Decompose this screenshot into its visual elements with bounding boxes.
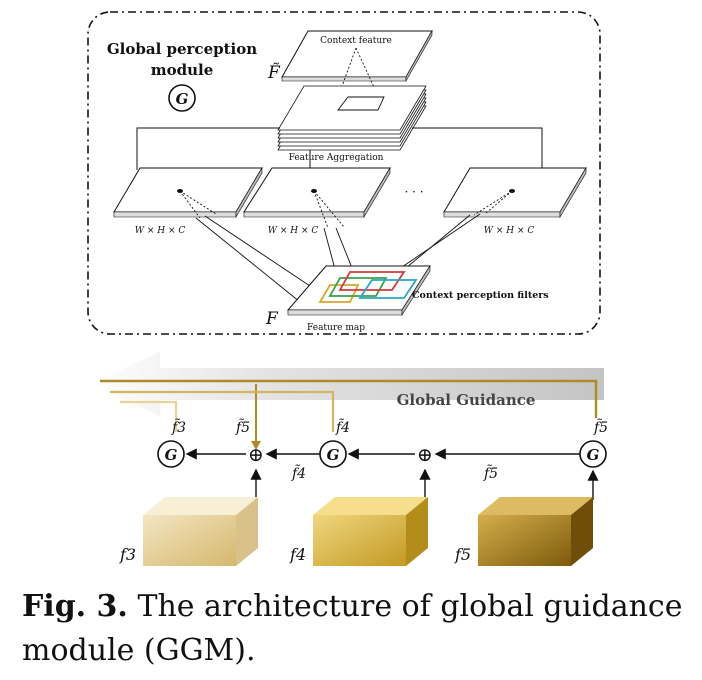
figure-caption: Fig. 3. The architecture of global guida… bbox=[22, 585, 692, 673]
context-filters-label: Context perception filters bbox=[412, 290, 549, 301]
feature-aggregation-label: Feature Aggregation bbox=[289, 153, 384, 163]
feature-block-f5 bbox=[478, 497, 593, 566]
plus-node-1: ⊕ bbox=[248, 444, 264, 466]
module-dashed-border bbox=[87, 11, 601, 335]
f-plain-label: F bbox=[265, 309, 279, 329]
f4-tilde-label-arrow: f̃4 bbox=[291, 464, 306, 482]
feature-plane-2 bbox=[243, 166, 391, 219]
context-feature-label: Context feature bbox=[320, 36, 392, 46]
global-guidance-flow: Global Guidance G G G ⊕ ⊕ f̃3 f̃5 f̃4 f̃… bbox=[90, 352, 608, 566]
filter-red bbox=[338, 271, 406, 291]
block-label-f4: f4 bbox=[289, 545, 306, 564]
feature-plane-3 bbox=[443, 166, 587, 219]
g-node-3-label: G bbox=[587, 446, 600, 464]
plus-node-2: ⊕ bbox=[417, 444, 433, 466]
f5-tilde-label-a: f̃5 bbox=[235, 418, 250, 436]
g-node-1 bbox=[157, 440, 185, 468]
module-g-symbol: G bbox=[176, 90, 189, 108]
dim-label-1: W × H × C bbox=[135, 226, 186, 236]
feature-block-f3 bbox=[143, 497, 258, 566]
f-tilde-label: F̃ bbox=[267, 63, 281, 83]
feature-aggregation-stack bbox=[277, 85, 427, 151]
filter-green bbox=[328, 277, 388, 297]
global-guidance-label: Global Guidance bbox=[397, 391, 536, 409]
global-guidance-arrow bbox=[90, 352, 604, 416]
caption-text: The architecture of global guidance modu… bbox=[22, 589, 683, 668]
module-title-line2: module bbox=[151, 61, 214, 79]
f3-tilde-label: f̃3 bbox=[171, 418, 186, 436]
g-node-1-label: G bbox=[165, 446, 178, 464]
caption-label: Fig. 3. bbox=[22, 589, 128, 624]
block-label-f3: f3 bbox=[119, 545, 136, 564]
block-label-f5: f5 bbox=[454, 545, 471, 564]
global-perception-module: Global perception module G Context featu… bbox=[87, 11, 601, 335]
feature-block-f4 bbox=[313, 497, 428, 566]
f5-tilde-label-arrow: f̃5 bbox=[483, 464, 498, 482]
f5-tilde-label-b: f̃5 bbox=[593, 418, 608, 436]
f4-tilde-label-up: f̃4 bbox=[335, 418, 350, 436]
feature-map-plane bbox=[286, 264, 431, 317]
g-node-2-label: G bbox=[327, 446, 340, 464]
feature-plane-1 bbox=[113, 166, 263, 219]
feature-map-label: Feature map bbox=[307, 323, 365, 333]
dim-label-2: W × H × C bbox=[268, 226, 319, 236]
module-g-node bbox=[168, 84, 196, 112]
dim-label-3: W × H × C bbox=[484, 226, 535, 236]
module-title-line1: Global perception bbox=[107, 40, 257, 58]
filter-gold bbox=[318, 284, 360, 303]
ellipsis-label: · · · bbox=[404, 185, 423, 199]
filter-cyan bbox=[358, 279, 418, 299]
